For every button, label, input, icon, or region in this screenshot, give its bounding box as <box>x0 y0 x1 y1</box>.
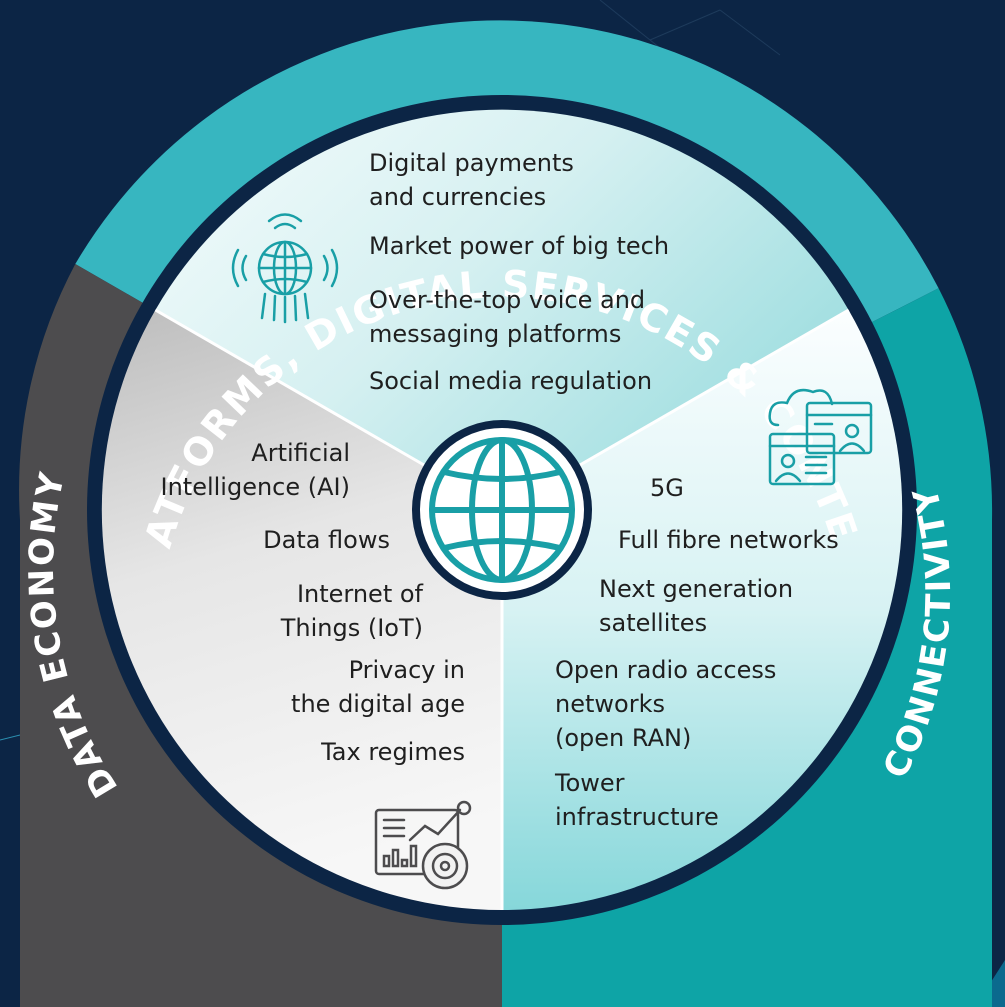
connectivity-item-5g: 5G <box>650 474 684 502</box>
connectivity-item-fibre: Full fibre networks <box>618 526 839 554</box>
data-item-tax: Tax regimes <box>321 738 465 766</box>
connectivity-item-open-ran: Open radio access networks (open RAN) <box>555 656 777 752</box>
platforms-item-market-power: Market power of big tech <box>369 232 670 260</box>
globe-signal-icon <box>231 213 339 324</box>
data-item-ai: Artificial Intelligence (AI) <box>160 439 351 501</box>
platforms-item-social-media: Social media regulation <box>369 367 653 395</box>
cloud-profiles-icon <box>768 388 873 486</box>
data-item-iot: Internet of Things (IoT) <box>280 580 423 642</box>
data-item-privacy: Privacy in the digital age <box>291 656 465 718</box>
globe-icon <box>412 420 592 600</box>
platforms-item-digital-payments: Digital payments and currencies <box>369 149 574 211</box>
connectivity-item-tower: Tower infrastructure <box>555 769 719 831</box>
sector-data-economy <box>101 310 502 911</box>
platforms-item-ott: Over-the-top voice and messaging platfor… <box>369 286 646 348</box>
analytics-dashboard-icon <box>374 800 472 890</box>
connectivity-item-satellites: Next generation satellites <box>599 575 794 637</box>
data-item-data-flows: Data flows <box>263 526 390 554</box>
sector-connectivity <box>502 310 903 911</box>
